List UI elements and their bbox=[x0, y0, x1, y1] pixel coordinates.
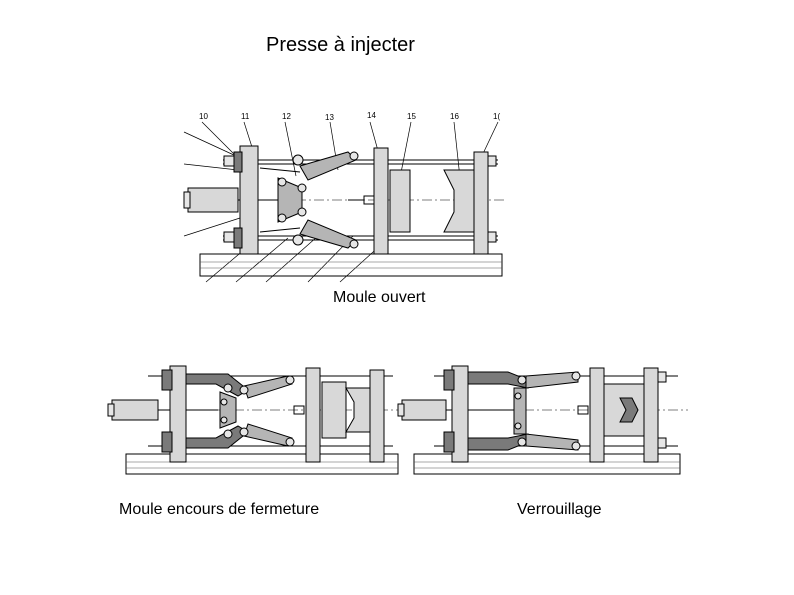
caption-mould-open: Moule ouvert bbox=[333, 289, 426, 306]
leader-lines bbox=[183, 121, 499, 283]
part-number-13: 13 bbox=[325, 113, 334, 122]
machine-base bbox=[199, 253, 503, 277]
part-number-16: 16 bbox=[450, 112, 459, 121]
caption-locking: Verrouillage bbox=[517, 501, 602, 518]
rear-plate bbox=[223, 145, 259, 255]
part-number-14: 14 bbox=[367, 111, 376, 120]
fixed-plate bbox=[443, 151, 497, 255]
toggle-mechanism bbox=[259, 151, 359, 249]
diagram-mould-closing bbox=[107, 365, 399, 475]
hydraulic-cylinder bbox=[183, 187, 288, 213]
caption-mould-closing: Moule encours de fermeture bbox=[119, 501, 320, 518]
part-number-15: 15 bbox=[407, 112, 416, 121]
diagram-mould-open: 10 11 12 13 14 15 16 1( bbox=[183, 111, 504, 283]
part-number-17: 1( bbox=[493, 112, 500, 121]
moving-plate bbox=[348, 147, 411, 255]
diagram-locking bbox=[397, 365, 688, 475]
part-number-11: 11 bbox=[241, 112, 250, 121]
page-title: Presse à injecter bbox=[266, 34, 415, 56]
part-number-10: 10 bbox=[199, 112, 208, 121]
part-number-12: 12 bbox=[282, 112, 291, 121]
